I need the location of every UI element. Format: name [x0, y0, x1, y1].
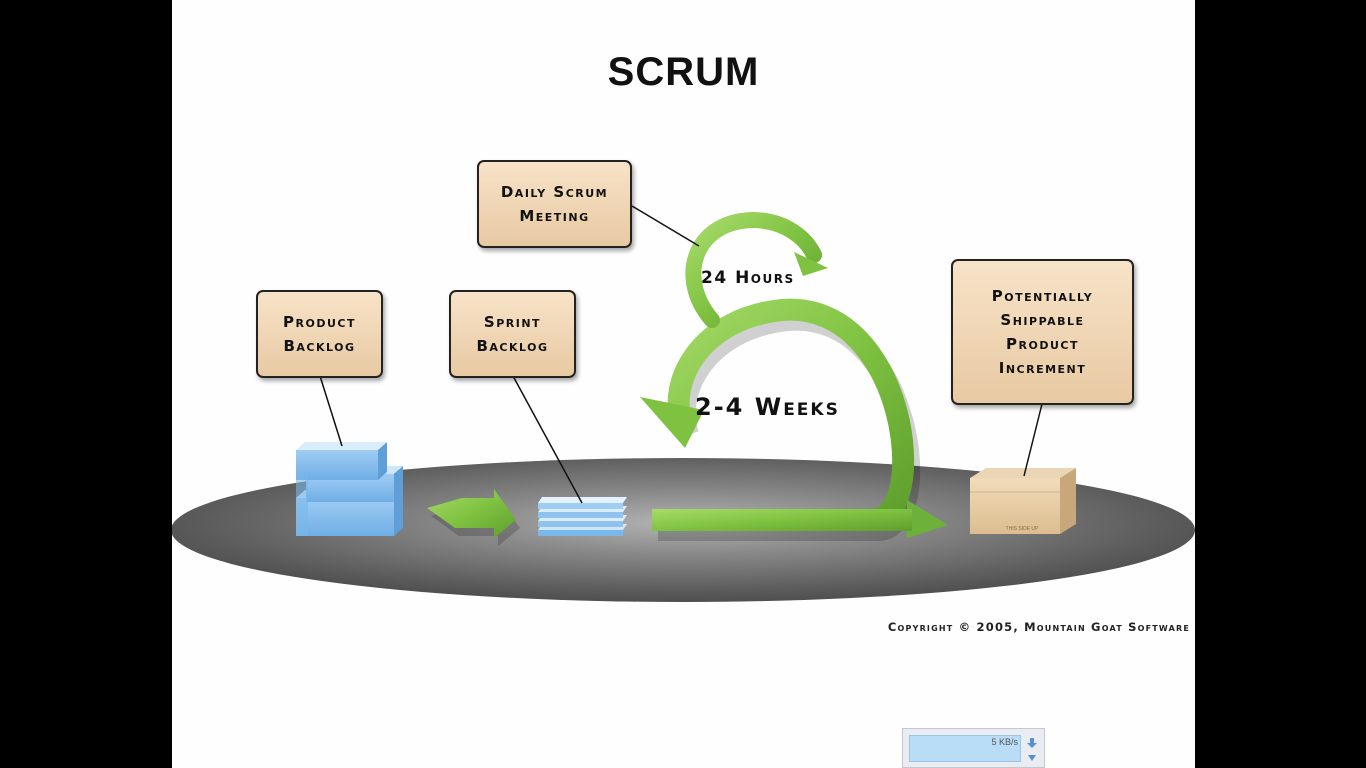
small-arrow-icon [427, 489, 520, 546]
scrum-diagram: THIS SIDE UP [172, 205, 1195, 602]
download-widget[interactable]: 5 KB/s [902, 728, 1045, 768]
daily-loop-arrow-icon [685, 211, 828, 328]
box-side-text: THIS SIDE UP [1006, 526, 1039, 532]
daily-loop-label: 24 Hours [701, 268, 795, 288]
download-arrow-icon[interactable] [1024, 736, 1040, 750]
sprint-loop-label: 2-4 Weeks [695, 393, 840, 421]
dropdown-arrow-icon[interactable] [1024, 751, 1040, 765]
daily-scrum-box: Daily Scrum Meeting [477, 160, 632, 248]
product-backlog-box: Product Backlog [256, 290, 383, 378]
connector-lines [319, 205, 1043, 504]
download-speed: 5 KB/s [991, 737, 1018, 747]
page-title: SCRUM [607, 50, 760, 94]
sprint-backlog-stack-icon [538, 497, 627, 536]
increment-box: Potentially Shippable Product Increment [951, 259, 1134, 405]
sprint-loop-arrow-icon [640, 298, 948, 541]
copyright-text: Copyright © 2005, Mountain Goat Software [887, 620, 1190, 634]
shipping-box-icon: THIS SIDE UP [970, 468, 1076, 534]
slide: SCRUM [172, 0, 1195, 768]
download-progress-bar: 5 KB/s [909, 735, 1021, 762]
sprint-backlog-box: Sprint Backlog [449, 290, 576, 378]
product-backlog-stack-icon [296, 442, 403, 536]
